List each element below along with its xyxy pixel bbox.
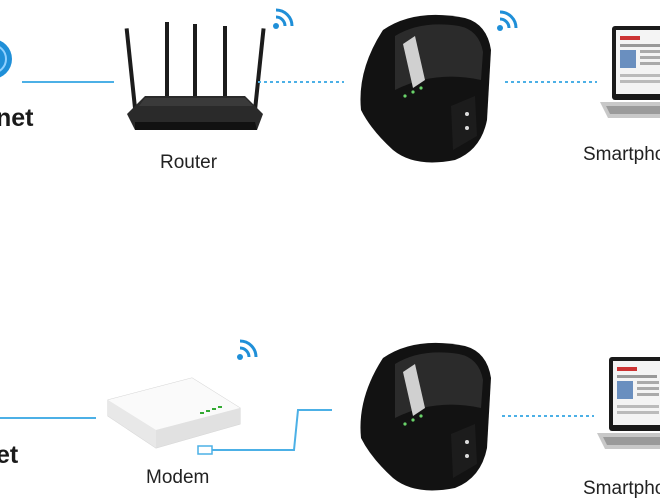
laptop-icon xyxy=(600,26,660,118)
internet-label: et xyxy=(0,441,19,469)
connector-line xyxy=(0,417,96,419)
wifi-icon xyxy=(237,339,258,360)
globe-icon xyxy=(0,40,12,78)
wifi-icon xyxy=(497,10,518,31)
smartphone-label: Smartpho xyxy=(583,478,660,499)
modem-label: Modem xyxy=(146,467,210,488)
connector-line xyxy=(258,81,344,83)
extender-icon xyxy=(360,14,491,163)
router-label: Router xyxy=(160,152,218,173)
laptop-icon xyxy=(597,357,660,449)
router-icon xyxy=(124,22,266,130)
connector-line xyxy=(197,409,332,455)
smartphone-label: Smartpho xyxy=(583,144,660,165)
connector-line xyxy=(502,415,594,417)
modem-icon xyxy=(107,377,241,449)
extender-icon xyxy=(360,342,491,491)
wifi-icon xyxy=(273,8,294,29)
internet-label: net xyxy=(0,104,34,132)
connector-line xyxy=(22,81,114,83)
connector-line xyxy=(505,81,597,83)
